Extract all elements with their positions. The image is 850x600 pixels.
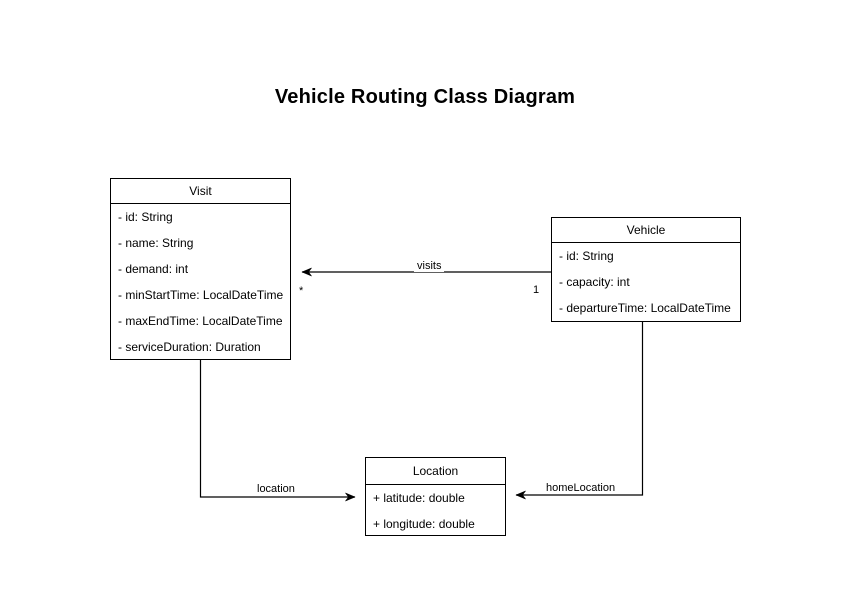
edge-label-visits: visits [414,260,445,272]
attribute-row: - serviceDuration: Duration [118,340,261,354]
attribute-row: - departureTime: LocalDateTime [559,301,731,315]
multiplicity-visit: * [299,285,304,297]
multiplicity-vehicle: 1 [533,284,540,296]
class-attributes-vehicle: - id: String - capacity: int - departure… [552,243,740,321]
page-title: Vehicle Routing Class Diagram [274,86,576,108]
class-attributes-visit: - id: String - name: String - demand: in… [111,204,290,360]
attribute-row: - maxEndTime: LocalDateTime [118,314,283,328]
class-name-vehicle: Vehicle [552,218,740,243]
edge-location [199,360,356,502]
class-name-visit: Visit [111,179,290,204]
attribute-row: + latitude: double [373,491,465,505]
attribute-row: - id: String [118,210,173,224]
attribute-row: - name: String [118,236,194,250]
class-box-location[interactable]: Location + latitude: double + longitude:… [365,457,506,536]
class-name-location: Location [366,458,505,485]
attribute-row: - capacity: int [559,275,630,289]
class-attributes-location: + latitude: double + longitude: double [366,485,505,537]
class-box-visit[interactable]: Visit - id: String - name: String - dema… [110,178,291,360]
edge-home-location [515,322,644,500]
class-box-vehicle[interactable]: Vehicle - id: String - capacity: int - d… [551,217,741,322]
edge-label-home-location: homeLocation [543,482,619,494]
edge-label-location: location [254,483,298,495]
attribute-row: - demand: int [118,262,189,276]
attribute-row: - id: String [559,249,614,263]
attribute-row: + longitude: double [373,517,475,531]
attribute-row: - minStartTime: LocalDateTime [118,288,284,302]
